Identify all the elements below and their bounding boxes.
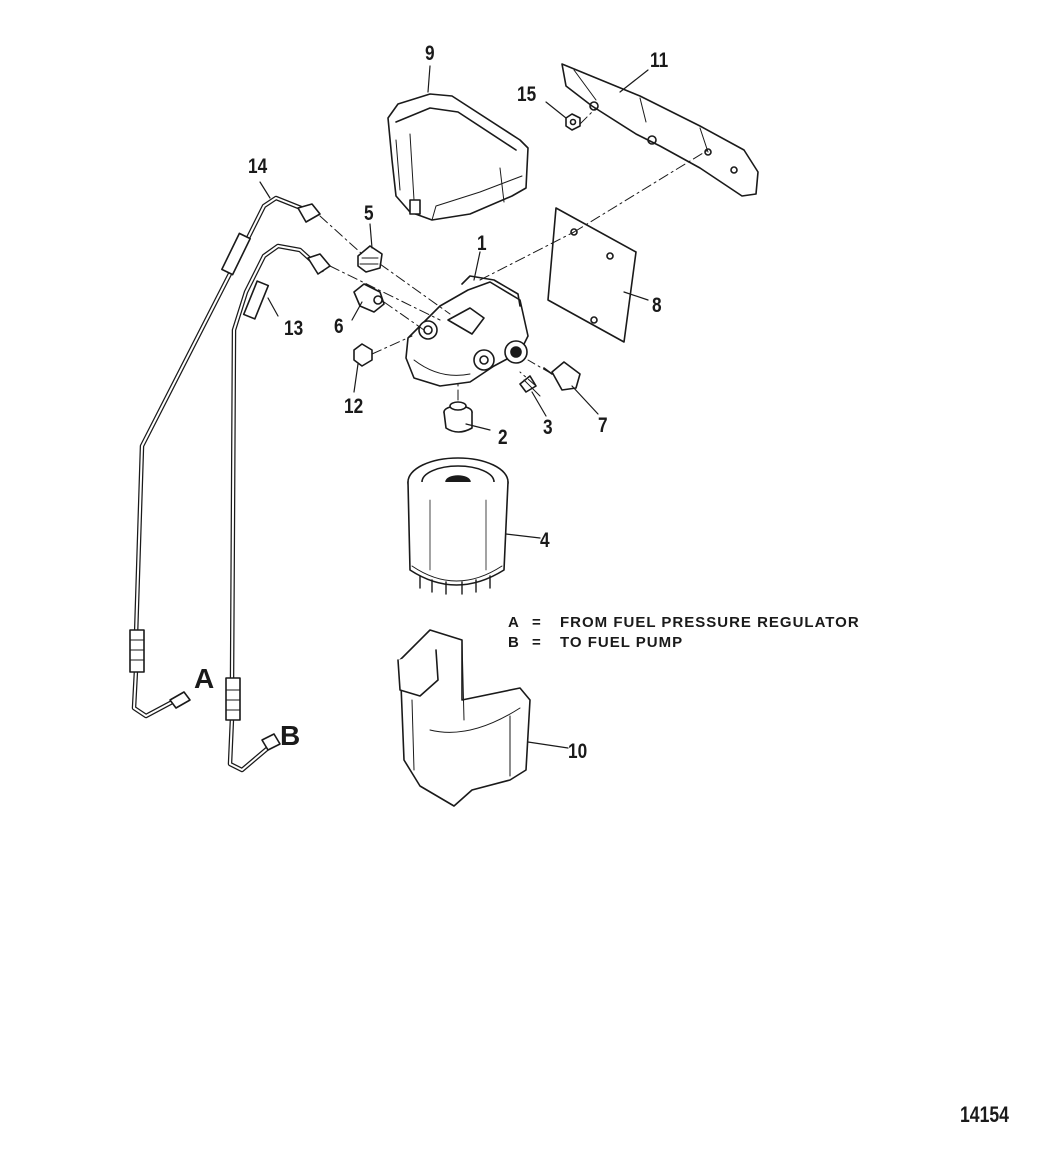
callout-2: 2	[498, 426, 508, 449]
legend-text: FROM FUEL PRESSURE REGULATOR	[560, 613, 860, 631]
leader-lines	[259, 65, 649, 749]
part-8-gasket	[547, 207, 637, 343]
assembly-centerlines	[319, 107, 709, 401]
callout-7: 7	[598, 414, 608, 437]
callout-5: 5	[364, 202, 374, 225]
legend-key: A	[508, 613, 520, 631]
line-label-a: A	[194, 663, 215, 694]
legend-row-a: A = FROM FUEL PRESSURE REGULATOR	[508, 612, 860, 632]
callout-4: 4	[540, 529, 550, 552]
legend-equals: =	[532, 613, 542, 631]
part-9-cover	[387, 93, 529, 221]
part-1-filter-head	[405, 275, 529, 387]
part-7-sensor	[543, 361, 581, 391]
callout-10: 10	[568, 740, 588, 763]
callout-8: 8	[652, 294, 662, 317]
callout-12: 12	[344, 395, 364, 418]
legend-key: B	[508, 633, 520, 651]
callout-6: 6	[334, 315, 344, 338]
callout-1: 1	[477, 232, 487, 255]
callout-15: 15	[517, 83, 537, 106]
callout-3: 3	[543, 416, 553, 439]
callout-14: 14	[248, 155, 268, 178]
part-13-fuel-line	[225, 243, 331, 773]
legend-equals: =	[532, 633, 542, 651]
part-2-nipple	[443, 401, 473, 433]
legend: A = FROM FUEL PRESSURE REGULATOR B = TO …	[508, 612, 860, 652]
part-3-bolt	[519, 375, 541, 397]
part-10-shield	[397, 629, 531, 807]
line-label-b: B	[280, 720, 301, 751]
part-11-bracket	[561, 63, 759, 197]
callout-11: 11	[650, 49, 669, 72]
figure-number: 14154	[960, 1102, 1009, 1127]
part-5-fitting	[357, 245, 383, 273]
part-14-fuel-line	[129, 195, 321, 719]
part-12-plug	[353, 343, 373, 367]
callout-13: 13	[284, 317, 304, 340]
legend-text: TO FUEL PUMP	[560, 633, 684, 651]
part-15-nut	[565, 113, 581, 131]
part-4-filter	[407, 457, 509, 595]
legend-row-b: B = TO FUEL PUMP	[508, 632, 860, 652]
callout-9: 9	[425, 42, 435, 65]
